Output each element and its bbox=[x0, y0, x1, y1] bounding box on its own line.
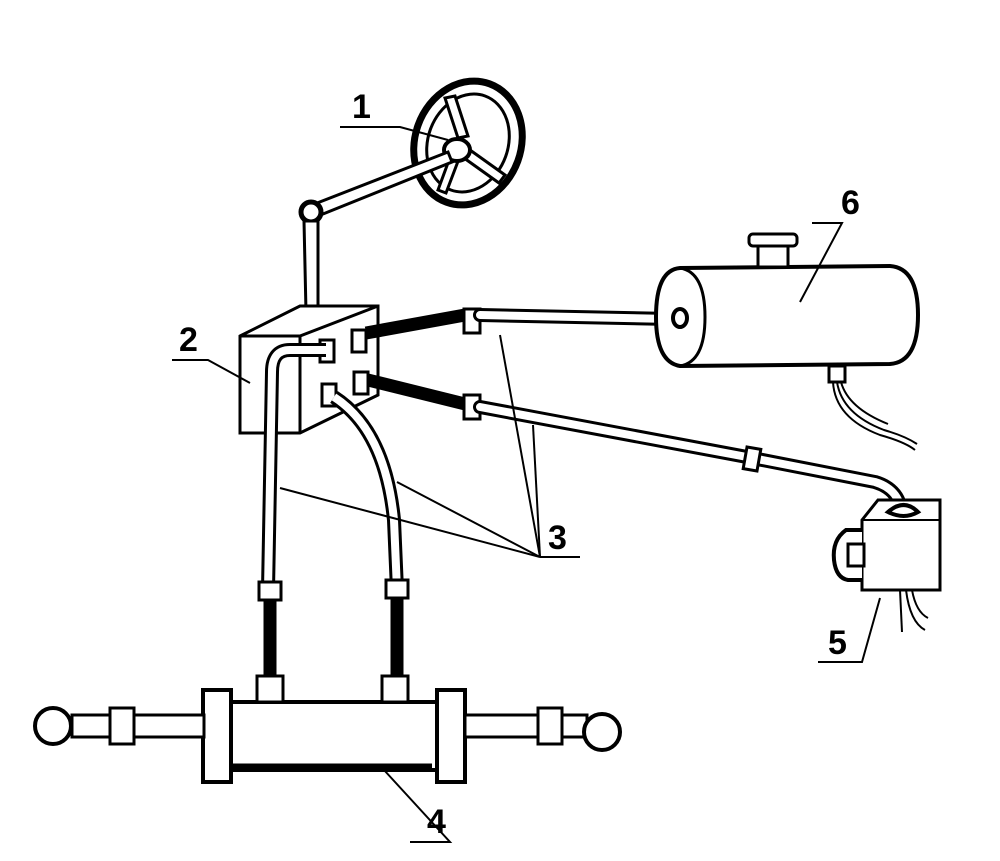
leader-lines bbox=[172, 126, 881, 843]
label-6: 6 bbox=[841, 184, 860, 222]
label-2: 2 bbox=[179, 321, 198, 359]
steering-cylinder bbox=[33, 674, 622, 784]
label-1: 1 bbox=[352, 88, 371, 126]
pump bbox=[831, 498, 942, 633]
steering-wheel bbox=[410, 77, 526, 209]
label-4: 4 bbox=[427, 803, 446, 841]
label-3: 3 bbox=[548, 519, 567, 557]
steering-shaft bbox=[298, 150, 454, 321]
oil-tank bbox=[653, 232, 921, 451]
label-5: 5 bbox=[828, 624, 847, 662]
